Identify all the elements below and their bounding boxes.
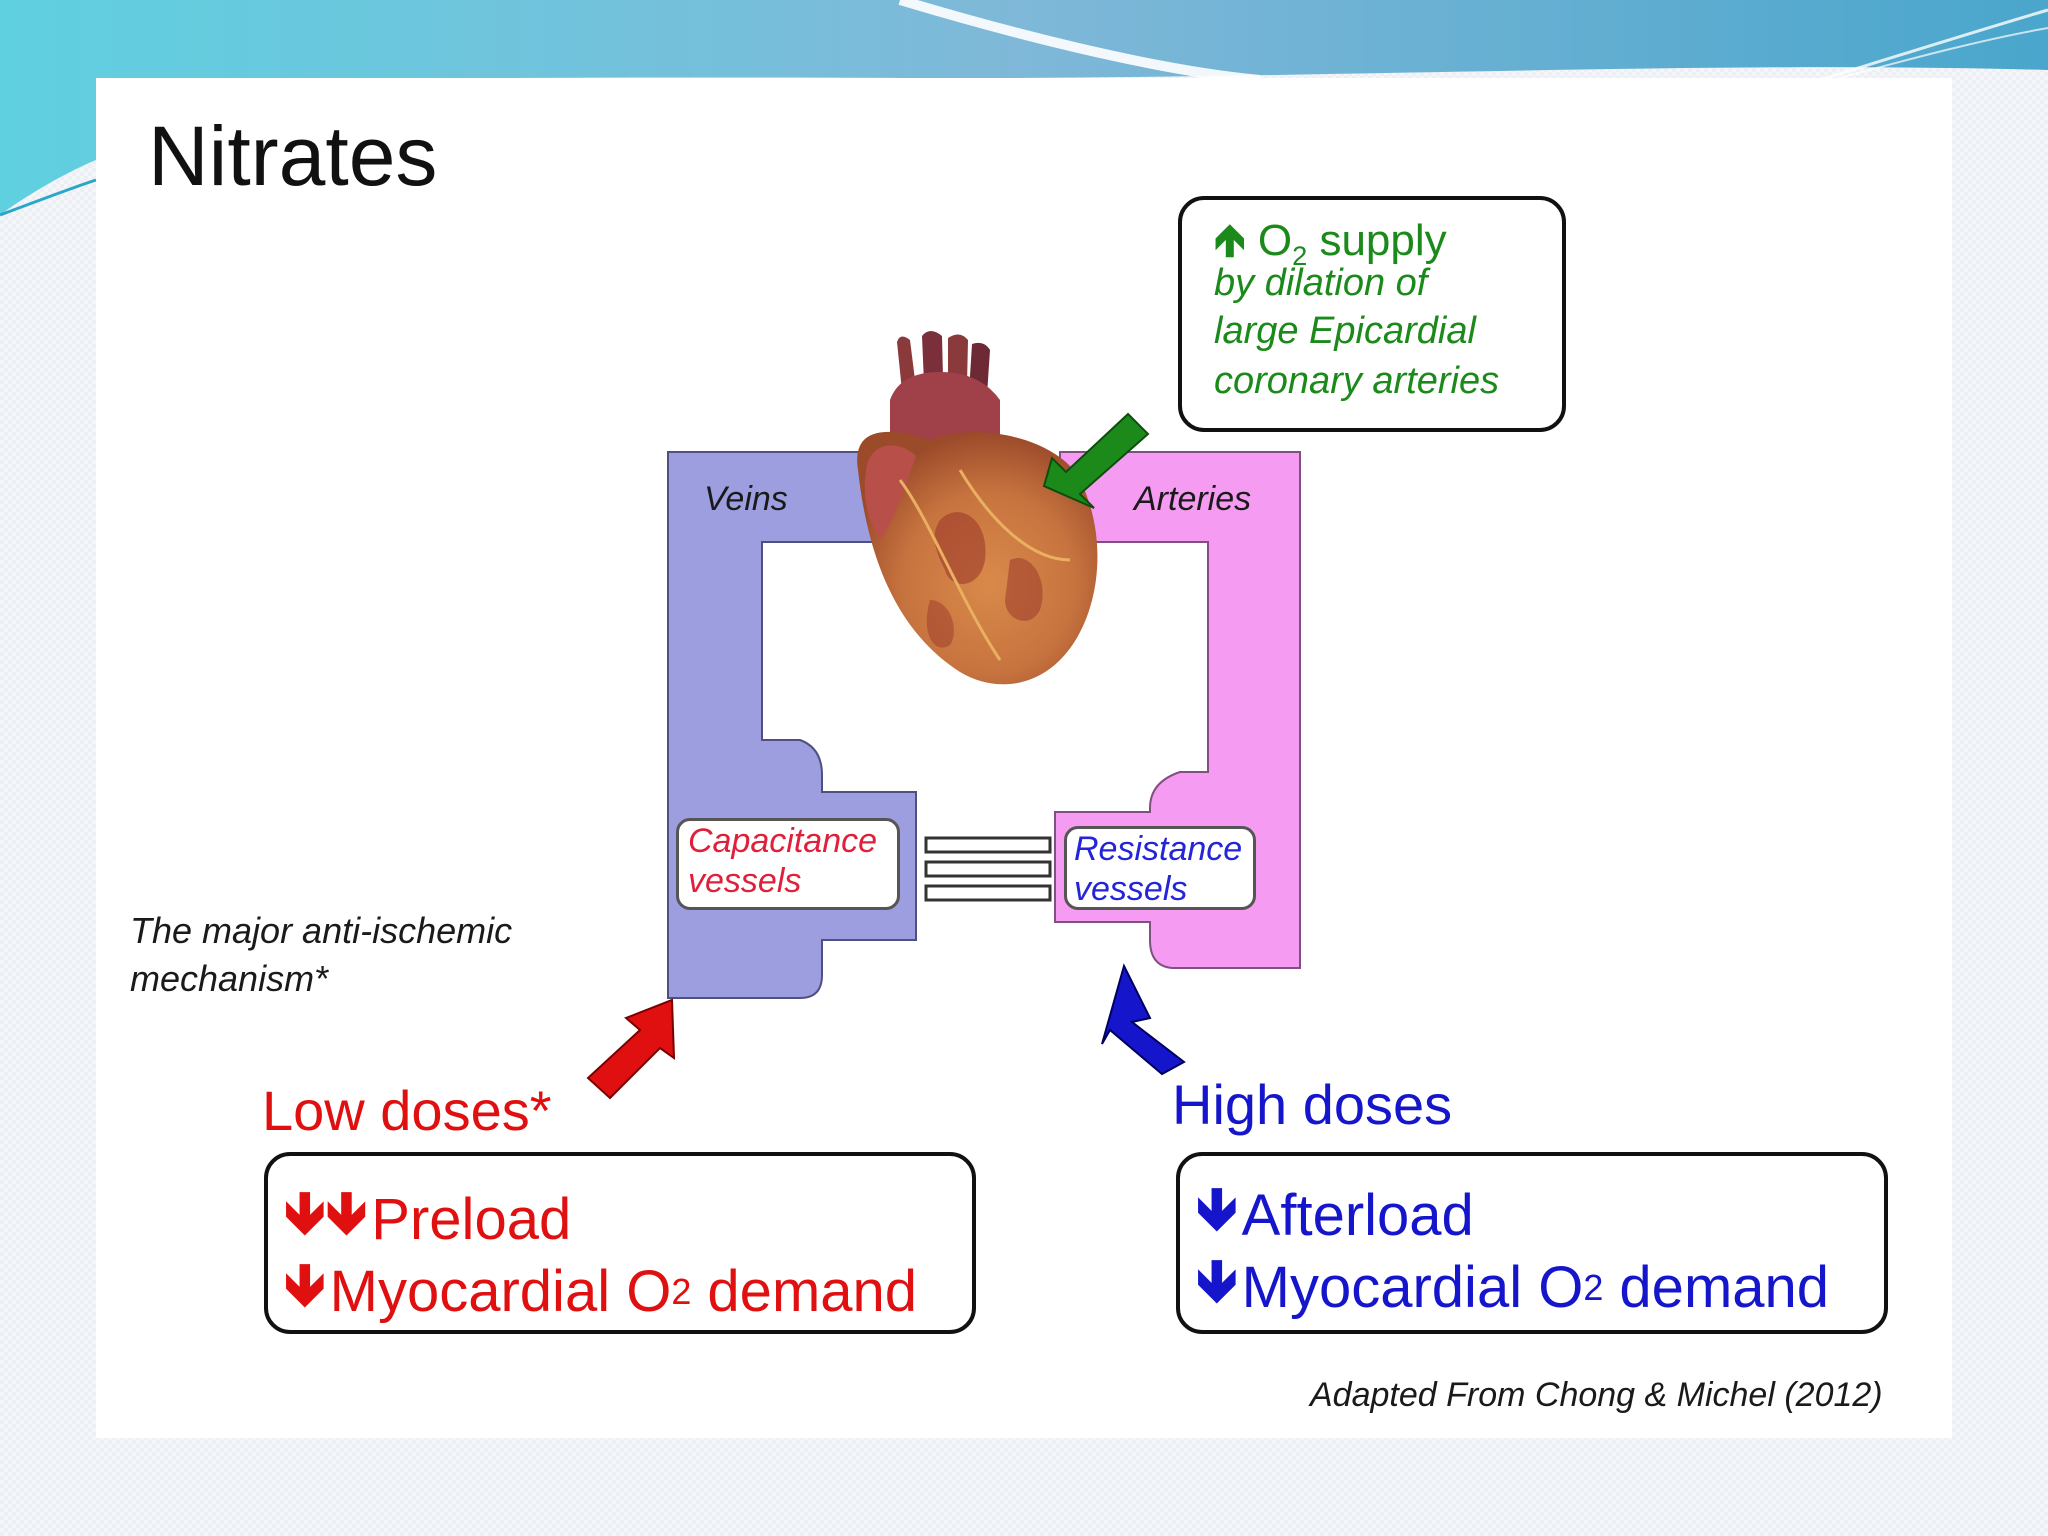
o2-supply-line3: coronary arteries	[1214, 360, 1500, 402]
high-dose-arrow-icon	[1101, 963, 1186, 1076]
slide-title: Nitrates	[148, 109, 438, 203]
mechanism-note-line1: The major anti-ischemic	[130, 910, 513, 951]
o2-label: O	[1257, 216, 1293, 265]
high-doses-label: High doses	[1172, 1073, 1453, 1136]
o2-subscript: 2	[671, 1270, 692, 1312]
capillary-vessels	[924, 836, 1052, 902]
supply-label: supply	[1307, 216, 1447, 265]
afterload-text: Afterload	[1241, 1183, 1474, 1248]
down-arrow-icon: 🡻	[1196, 1248, 1238, 1313]
preload-text: Preload	[371, 1187, 572, 1252]
o2-subscript: 2	[1292, 239, 1308, 271]
down-arrow-icon: 🡻🡻	[284, 1180, 368, 1245]
demand-text: demand	[691, 1259, 918, 1324]
capacitance-label-line1: Capacitance	[688, 822, 878, 860]
preload-effect: 🡻🡻Preload	[284, 1170, 571, 1269]
mechanism-note-line2: mechanism*	[130, 958, 329, 999]
o2-subscript: 2	[1583, 1266, 1604, 1308]
o2-supply-line2: large Epicardial	[1214, 310, 1476, 352]
demand-text: demand	[1603, 1255, 1830, 1320]
afterload-effect: 🡻Afterload	[1196, 1166, 1474, 1265]
myocardial-o-text: Myocardial O	[1241, 1255, 1584, 1320]
o2-supply-heading: 🡹 O2 supply	[1214, 208, 1447, 283]
arteries-label: Arteries	[1134, 480, 1252, 518]
down-arrow-icon: 🡻	[1196, 1176, 1238, 1241]
supply-arrow-icon	[1042, 412, 1150, 509]
capacitance-label-line2: vessels	[688, 862, 802, 900]
veins-label: Veins	[704, 480, 788, 518]
low-dose-arrow-icon	[586, 998, 676, 1100]
down-arrow-icon: 🡻	[284, 1252, 326, 1317]
up-arrow-icon: 🡹	[1214, 216, 1246, 265]
o2-supply-line1: by dilation of	[1214, 262, 1428, 304]
citation: Adapted From Chong & Michel (2012)	[1310, 1376, 1883, 1414]
o2-supply-box	[1178, 196, 1566, 432]
resistance-vessels-box	[1064, 826, 1256, 910]
myocardial-o-text: Myocardial O	[329, 1259, 672, 1324]
resistance-label-line1: Resistance	[1074, 830, 1243, 868]
resistance-label-line2: vessels	[1074, 870, 1188, 908]
heart-illustration	[857, 331, 1098, 685]
low-doses-label: Low doses*	[262, 1079, 552, 1142]
capacitance-vessels-box	[676, 818, 900, 910]
